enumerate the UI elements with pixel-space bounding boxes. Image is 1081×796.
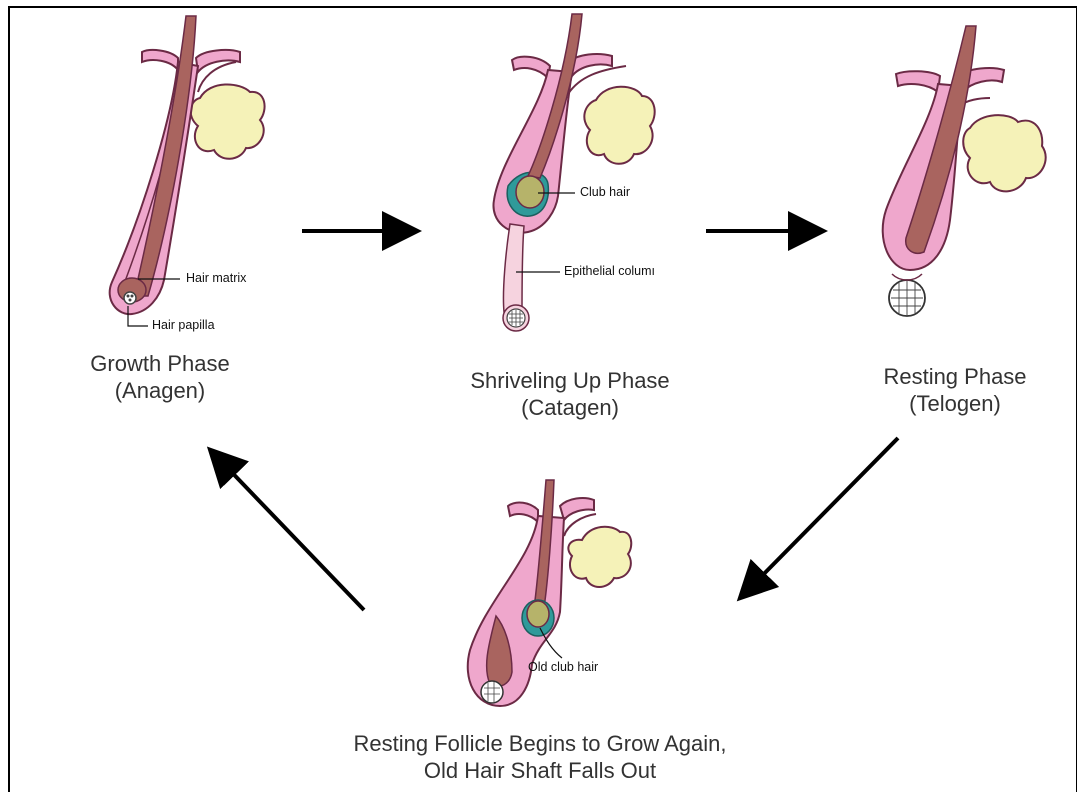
phase-label-regrowth: Resting Follicle Begins to Grow Again, O… bbox=[300, 730, 780, 784]
old-club-hair bbox=[527, 601, 549, 627]
phase-name: Resting Follicle Begins to Grow Again, bbox=[300, 730, 780, 757]
arrow-telogen-to-regrowth bbox=[748, 438, 898, 590]
arrow-regrowth-to-anagen bbox=[218, 458, 364, 610]
callout-club-hair: Club hair bbox=[580, 185, 630, 199]
phase-term: (Anagen) bbox=[40, 377, 280, 404]
phase-name: Resting Phase bbox=[850, 363, 1060, 390]
callout-hair-papilla: Hair papilla bbox=[152, 318, 215, 332]
follicle-catagen-icon bbox=[493, 14, 654, 331]
sebaceous-gland-icon bbox=[191, 84, 265, 158]
callout-epithelial-column: Epithelial columı bbox=[564, 264, 655, 278]
follicle-telogen-icon bbox=[883, 26, 1046, 316]
phase-name: Shriveling Up Phase bbox=[420, 367, 720, 394]
phase-term: Old Hair Shaft Falls Out bbox=[300, 757, 780, 784]
phase-term: (Telogen) bbox=[850, 390, 1060, 417]
phase-label-telogen: Resting Phase (Telogen) bbox=[850, 363, 1060, 417]
callout-hair-matrix: Hair matrix bbox=[186, 271, 246, 285]
phase-term: (Catagen) bbox=[420, 394, 720, 421]
callout-old-club-hair: Old club hair bbox=[528, 660, 598, 674]
phase-label-anagen: Growth Phase (Anagen) bbox=[40, 350, 280, 404]
follicle-anagen-icon bbox=[110, 16, 265, 314]
phase-name: Growth Phase bbox=[40, 350, 280, 377]
club-hair bbox=[516, 176, 544, 208]
sebaceous-gland-icon bbox=[584, 87, 654, 164]
phase-label-catagen: Shriveling Up Phase (Catagen) bbox=[420, 367, 720, 421]
sebaceous-gland-icon bbox=[568, 527, 631, 587]
sebaceous-gland-icon bbox=[963, 115, 1045, 191]
